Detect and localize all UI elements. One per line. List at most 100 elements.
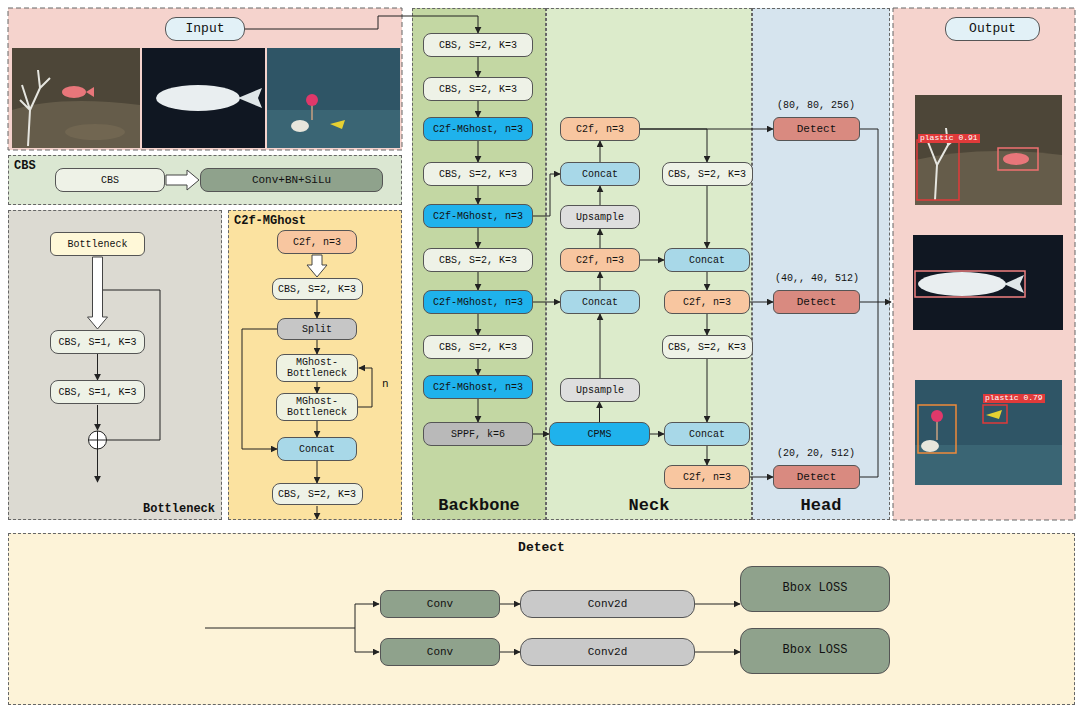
block-label: C2f, n=3 — [576, 255, 624, 266]
seafloor — [65, 124, 125, 140]
input-image — [142, 48, 265, 148]
connector — [750, 302, 773, 303]
sum-arrow — [97, 405, 98, 430]
output-shape-box: (80, 80, 256) — [777, 100, 855, 111]
connector — [707, 446, 708, 465]
block-label: CBS, S=2, K=3 — [439, 40, 517, 51]
input-arrow — [355, 652, 379, 653]
cbs-block: CBS, S=2, K=3 — [662, 162, 753, 186]
connector — [750, 477, 773, 478]
block-label: Input — [185, 22, 224, 36]
block-label: C2f, n=3 — [576, 124, 624, 135]
concat-block: Concat — [277, 437, 357, 461]
block-label: Detect — [797, 471, 837, 483]
module-panel: HeadDetectDetectDetect — [752, 8, 890, 520]
module-panel: BackboneCBS, S=2, K=3CBS, S=2, K=3C2f-MG… — [412, 8, 546, 520]
fish — [86, 87, 94, 97]
panel-title: Neck — [629, 496, 670, 515]
detection-box — [983, 405, 1007, 423]
conv-block: Conv — [380, 590, 500, 618]
connector — [478, 101, 479, 117]
block-label: Bbox LOSS — [783, 644, 848, 657]
block-label: CBS, S=2, K=3 — [668, 169, 746, 180]
block-label: CBS, S=1, K=3 — [58, 387, 136, 398]
block-label: CBS, S=2, K=3 — [439, 342, 517, 353]
block-label: C2f-MGhost, n=3 — [433, 382, 523, 393]
fish — [238, 88, 262, 108]
block-label: Detect — [797, 296, 837, 308]
block-label: Upsample — [576, 212, 624, 223]
loss-block: Bbox LOSS — [740, 628, 890, 674]
c2f-mghost-block: C2f-MGhost, n=3 — [423, 204, 533, 228]
seafloor — [915, 445, 1062, 485]
connector — [317, 300, 318, 318]
block-label: Split — [302, 324, 332, 335]
flower — [306, 94, 318, 106]
connector — [478, 186, 479, 204]
block-label: Conv — [427, 646, 453, 658]
object — [330, 120, 345, 129]
connector — [707, 272, 708, 290]
connector — [478, 141, 479, 162]
upsample-block: Upsample — [560, 378, 640, 402]
block-label: C2f-MGhost, n=3 — [433, 211, 523, 222]
output-arrow — [860, 302, 891, 303]
block-label: Bbox LOSS — [783, 582, 848, 595]
fish — [62, 86, 86, 98]
input-image — [267, 48, 400, 148]
detection-box — [917, 140, 959, 200]
connector — [478, 359, 479, 375]
connector — [500, 604, 520, 605]
concat-block: Concat — [560, 162, 640, 186]
connector — [695, 652, 740, 653]
detection-label-box: plastic 0.79 — [983, 394, 1045, 403]
connector — [600, 186, 601, 205]
connector — [600, 141, 601, 162]
c2f-mghost-block: C2f-MGhost, n=3 — [423, 117, 533, 141]
connector — [695, 604, 740, 605]
block-label: Concat — [689, 429, 725, 440]
block-label: CBS, S=2, K=3 — [439, 255, 517, 266]
connector — [317, 382, 318, 393]
block-label: Conv+BN+SiLu — [252, 174, 331, 186]
bottleneck-block: Bottleneck — [50, 232, 145, 256]
connector — [478, 57, 479, 77]
connector — [707, 314, 708, 335]
image-ground — [267, 48, 400, 148]
out-arrow — [97, 449, 98, 482]
module-panel: CBSCBSConv+BN+SiLu — [8, 155, 402, 205]
c2f-block: C2f, n=3 — [560, 248, 640, 272]
output-shape: (40,, 40, 512) — [775, 273, 859, 284]
flower — [931, 410, 943, 422]
block-label: Upsample — [576, 385, 624, 396]
connector — [317, 461, 318, 483]
cbs-block: CBS, S=2, K=3 — [272, 278, 363, 300]
cbs-block: CBS, S=1, K=3 — [50, 330, 145, 354]
connector — [478, 314, 479, 335]
concat-block: Concat — [664, 422, 750, 446]
output-image — [915, 95, 1062, 205]
connector — [600, 229, 601, 248]
module-panel: BottleneckBottleneckCBS, S=1, K=3CBS, S=… — [8, 210, 222, 520]
output-shape: (80, 80, 256) — [777, 100, 855, 111]
block-label: Conv2d — [588, 598, 628, 610]
detect-block: Detect — [773, 290, 860, 314]
cbs-block: CBS, S=2, K=3 — [423, 33, 533, 57]
fish — [918, 272, 1006, 296]
connector — [317, 340, 318, 354]
connector — [478, 399, 479, 422]
panel-title: Backbone — [438, 496, 520, 515]
out-arrow — [317, 506, 318, 519]
output-image — [913, 235, 1063, 330]
fish — [1004, 275, 1024, 293]
conv-block: Conv — [380, 638, 500, 666]
panel-title: C2f-MGhost — [234, 214, 306, 228]
block-label: CBS — [101, 175, 119, 186]
sum-symbol — [89, 431, 107, 449]
cbs-block: CBS, S=2, K=3 — [662, 335, 753, 359]
module-panel: NeckC2f, n=3ConcatUpsampleC2f, n=3Concat… — [546, 8, 752, 520]
block-label: C2f, n=3 — [293, 237, 341, 248]
connector — [640, 260, 664, 261]
block-label: Detect — [797, 123, 837, 135]
block-label: Concat — [689, 255, 725, 266]
